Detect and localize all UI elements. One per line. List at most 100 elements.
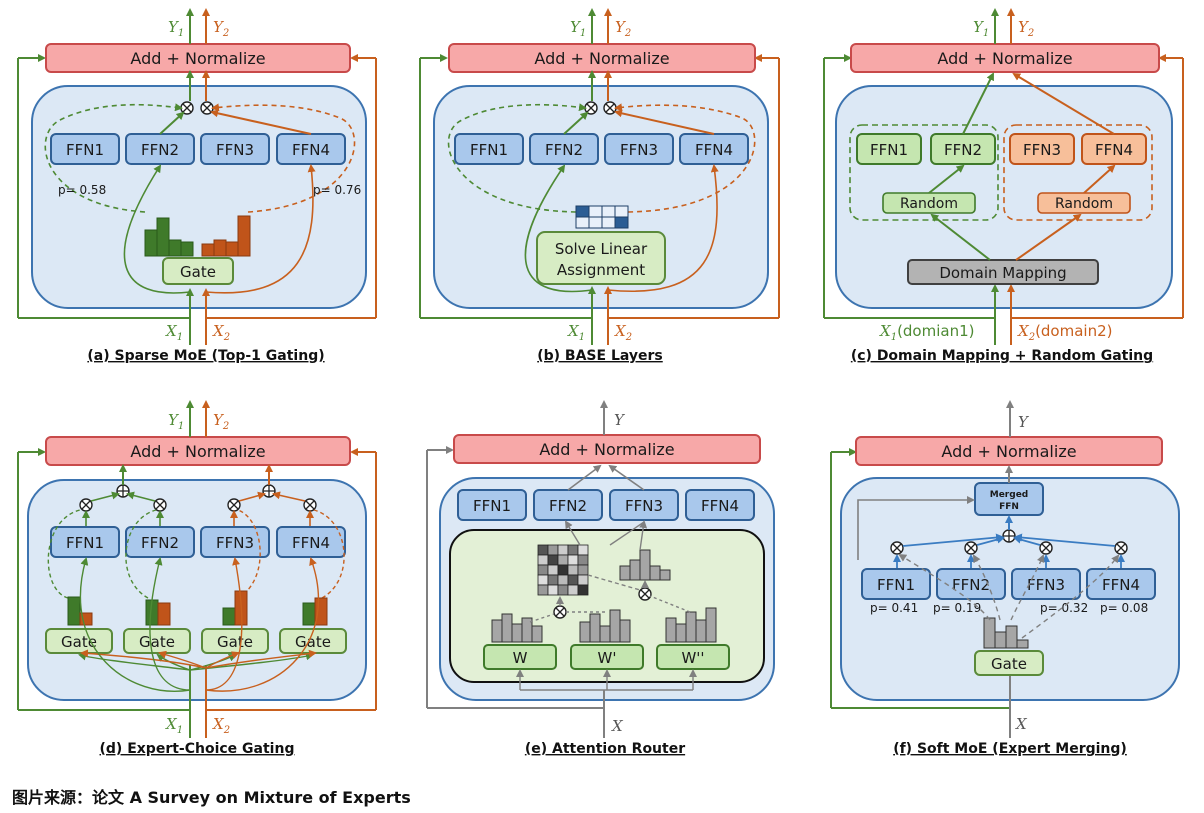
add-normalize-box: [850, 43, 1160, 73]
input-x2-label: X2: [212, 322, 230, 343]
output-y2-label: Y2: [213, 18, 229, 39]
gate-box: [974, 650, 1044, 676]
expert-ffn1: [454, 133, 524, 165]
svg-text:Gate: Gate: [180, 263, 216, 281]
domain1-group: [849, 124, 999, 221]
svg-text:Gate: Gate: [991, 655, 1027, 673]
svg-text:FFN3: FFN3: [1023, 141, 1061, 159]
prob-ffn2: p= 0.19: [933, 601, 981, 615]
assignment-matrix-icon: [575, 205, 629, 229]
add-normalize-box: [45, 43, 351, 73]
expert-ffn3: [200, 133, 270, 165]
expert-ffn1: [457, 489, 527, 521]
expert-ffn3: [604, 133, 674, 165]
expert-ffn2: [936, 568, 1006, 600]
add-normalize-label: Add + Normalize: [130, 49, 265, 68]
svg-text:X1: X1: [567, 322, 585, 343]
svg-text:FFN: FFN: [999, 502, 1019, 512]
gate-histogram-green: [144, 217, 194, 257]
svg-text:FFN3: FFN3: [1027, 576, 1065, 594]
svg-text:W': W': [598, 649, 617, 667]
add-normalize-box: [448, 43, 756, 73]
expert-ffn4: [276, 526, 346, 558]
svg-text:W'': W'': [681, 649, 704, 667]
attention-matrix-icon: [537, 544, 589, 596]
svg-text:FFN1: FFN1: [66, 534, 104, 552]
output-y-label: Y: [614, 411, 626, 429]
solve-linear-assignment-box: [536, 231, 666, 285]
svg-text:Gate: Gate: [61, 633, 97, 651]
svg-text:W: W: [513, 649, 528, 667]
svg-text:Merged: Merged: [990, 490, 1029, 500]
svg-text:Y1: Y1: [570, 18, 586, 39]
svg-text:FFN3: FFN3: [620, 141, 658, 159]
svg-text:X1: X1: [165, 715, 183, 736]
expert-ffn3: [200, 526, 270, 558]
svg-text:FFN2: FFN2: [952, 576, 990, 594]
svg-text:Gate: Gate: [139, 633, 175, 651]
expert-ffn4: [685, 489, 755, 521]
svg-text:Add + Normalize: Add + Normalize: [941, 442, 1076, 461]
gate-box-2: [123, 628, 191, 654]
svg-text:Domain Mapping: Domain Mapping: [939, 264, 1066, 282]
prob-ffn1: p= 0.41: [870, 601, 918, 615]
gate-box: [162, 257, 234, 285]
panel-f-caption: (f) Soft MoE (Expert Merging): [893, 741, 1127, 757]
output-y1-label: Y1: [168, 18, 184, 39]
panel-e-caption: (e) Attention Router: [525, 741, 685, 757]
panel-d-expert-choice: Add + Normalize Y1 Y2 X1 X2 FFN1: [17, 400, 377, 757]
svg-text:Assignment: Assignment: [557, 261, 645, 279]
svg-text:Y2: Y2: [1018, 18, 1034, 39]
svg-text:FFN1: FFN1: [870, 141, 908, 159]
svg-text:Solve Linear: Solve Linear: [555, 240, 648, 258]
expert-ffn3: [1011, 568, 1081, 600]
svg-text:FFN4: FFN4: [1102, 576, 1140, 594]
panel-b-caption: (b) BASE Layers: [537, 348, 663, 364]
svg-text:FFN1: FFN1: [877, 576, 915, 594]
svg-text:FFN2: FFN2: [944, 141, 982, 159]
input-fan-lines: [78, 557, 320, 692]
expert-ffn4: [1086, 568, 1156, 600]
panel-d-caption: (d) Expert-Choice Gating: [100, 741, 295, 757]
svg-text:Add + Normalize: Add + Normalize: [130, 442, 265, 461]
panel-f-soft-moe: Add + Normalize Y X Merged FFN FFN1 FFN2: [830, 400, 1180, 757]
moe-layer-box: [27, 479, 367, 701]
expert-ffn3: [1009, 133, 1075, 165]
svg-text:Add + Normalize: Add + Normalize: [534, 49, 669, 68]
panel-c-domain-mapping: Add + Normalize Y1 Y2 X1(domian1) X2(dom…: [823, 8, 1184, 364]
expert-ffn1: [50, 133, 120, 165]
svg-text:Y1: Y1: [973, 18, 989, 39]
svg-text:FFN4: FFN4: [695, 141, 733, 159]
svg-text:X1(domian1): X1(domian1): [879, 322, 975, 343]
domain-mapping-box: [907, 259, 1099, 285]
svg-text:Y1: Y1: [168, 411, 184, 432]
svg-text:FFN4: FFN4: [701, 497, 739, 515]
weight-histograms: [491, 607, 717, 643]
input-x-label: X: [611, 717, 624, 735]
svg-text:Add + Normalize: Add + Normalize: [937, 49, 1072, 68]
panel-b-base-layers: Add + Normalize Y1 Y2 X1 X2 FFN1 FFN2 FF…: [419, 8, 780, 364]
output-y-label: Y: [1018, 413, 1030, 431]
svg-text:Gate: Gate: [295, 633, 331, 651]
svg-text:FFN2: FFN2: [545, 141, 583, 159]
prob-ffn3: p= 0.32: [1040, 601, 1088, 615]
panel-c-caption: (c) Domain Mapping + Random Gating: [851, 348, 1153, 364]
svg-text:Y2: Y2: [615, 18, 631, 39]
svg-text:FFN1: FFN1: [473, 497, 511, 515]
svg-text:FFN4: FFN4: [292, 141, 330, 159]
svg-text:FFN3: FFN3: [216, 534, 254, 552]
input-x1-label: X1: [165, 322, 183, 343]
source-note: 图片来源：论文 A Survey on Mixture of Experts: [12, 788, 411, 807]
probability-label-left: p= 0.58: [58, 183, 106, 197]
svg-text:FFN2: FFN2: [141, 141, 179, 159]
svg-text:Add + Normalize: Add + Normalize: [539, 440, 674, 459]
svg-text:Y2: Y2: [213, 411, 229, 432]
input-x-label: X: [1015, 715, 1028, 733]
svg-text:FFN3: FFN3: [216, 141, 254, 159]
svg-text:Gate: Gate: [217, 633, 253, 651]
probability-label-right: p= 0.76: [313, 183, 361, 197]
svg-text:X2(domain2): X2(domain2): [1017, 322, 1113, 343]
gate-histogram-orange: [201, 215, 251, 257]
